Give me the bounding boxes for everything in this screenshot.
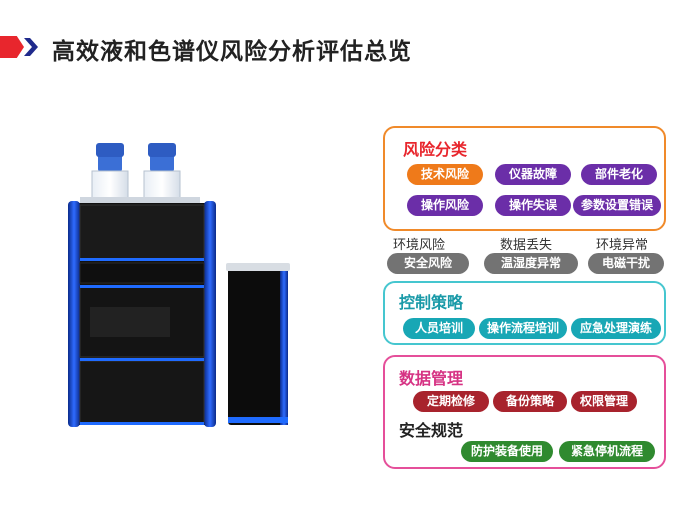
- chip-emergency-drill: 应急处理演练: [571, 318, 661, 339]
- label-environment-abnormal: 环境异常: [596, 238, 649, 253]
- chip-component-aging: 部件老化: [581, 164, 657, 185]
- chip-emergency-shutdown: 紧急停机流程: [559, 441, 655, 462]
- title-bar: 高效液和色谱仪风险分析评估总览: [0, 30, 700, 65]
- chip-safety-risk: 安全风险: [387, 253, 469, 274]
- chevron-right-icon: [24, 38, 38, 56]
- chip-operation-error: 操作失误: [495, 195, 571, 216]
- label-data-loss: 数据丢失: [500, 238, 553, 253]
- label-environment-risk: 环境风险: [393, 238, 446, 253]
- chip-parameter-setting-error: 参数设置错误: [573, 195, 661, 216]
- page-title: 高效液和色谱仪风险分析评估总览: [52, 39, 412, 65]
- chip-technical-risk: 技术风险: [407, 164, 483, 185]
- chip-access-management: 权限管理: [571, 391, 637, 412]
- control-strategy-panel: 控制策略 人员培训 操作流程培训 应急处理演练: [383, 281, 666, 345]
- chip-electromagnetic-interference: 电磁干扰: [588, 253, 664, 274]
- chip-temperature-humidity-abnormal: 温湿度异常: [484, 253, 578, 274]
- safety-standards-heading: 安全规范: [399, 421, 464, 440]
- control-strategy-heading: 控制策略: [399, 293, 464, 312]
- data-management-heading: 数据管理: [399, 369, 464, 388]
- risk-category-panel: 风险分类 技术风险 仪器故障 部件老化 操作风险 操作失误 参数设置错误: [383, 126, 666, 231]
- hplc-instrument-image: [68, 143, 290, 427]
- solvent-bottle-left: [91, 143, 129, 200]
- chip-operation-risk: 操作风险: [407, 195, 483, 216]
- chip-backup-strategy: 备份策略: [493, 391, 567, 412]
- risk-category-heading: 风险分类: [403, 140, 468, 159]
- chip-regular-maintenance: 定期检修: [413, 391, 489, 412]
- chip-protective-equipment: 防护装备使用: [461, 441, 553, 462]
- title-accent-arrow-icon: [0, 36, 24, 58]
- chip-instrument-failure: 仪器故障: [495, 164, 571, 185]
- data-management-panel: 数据管理 定期检修 备份策略 权限管理 安全规范 防护装备使用 紧急停机流程: [383, 355, 666, 469]
- solvent-bottle-right: [143, 143, 181, 200]
- chip-staff-training: 人员培训: [403, 318, 475, 339]
- chip-procedure-training: 操作流程培训: [479, 318, 567, 339]
